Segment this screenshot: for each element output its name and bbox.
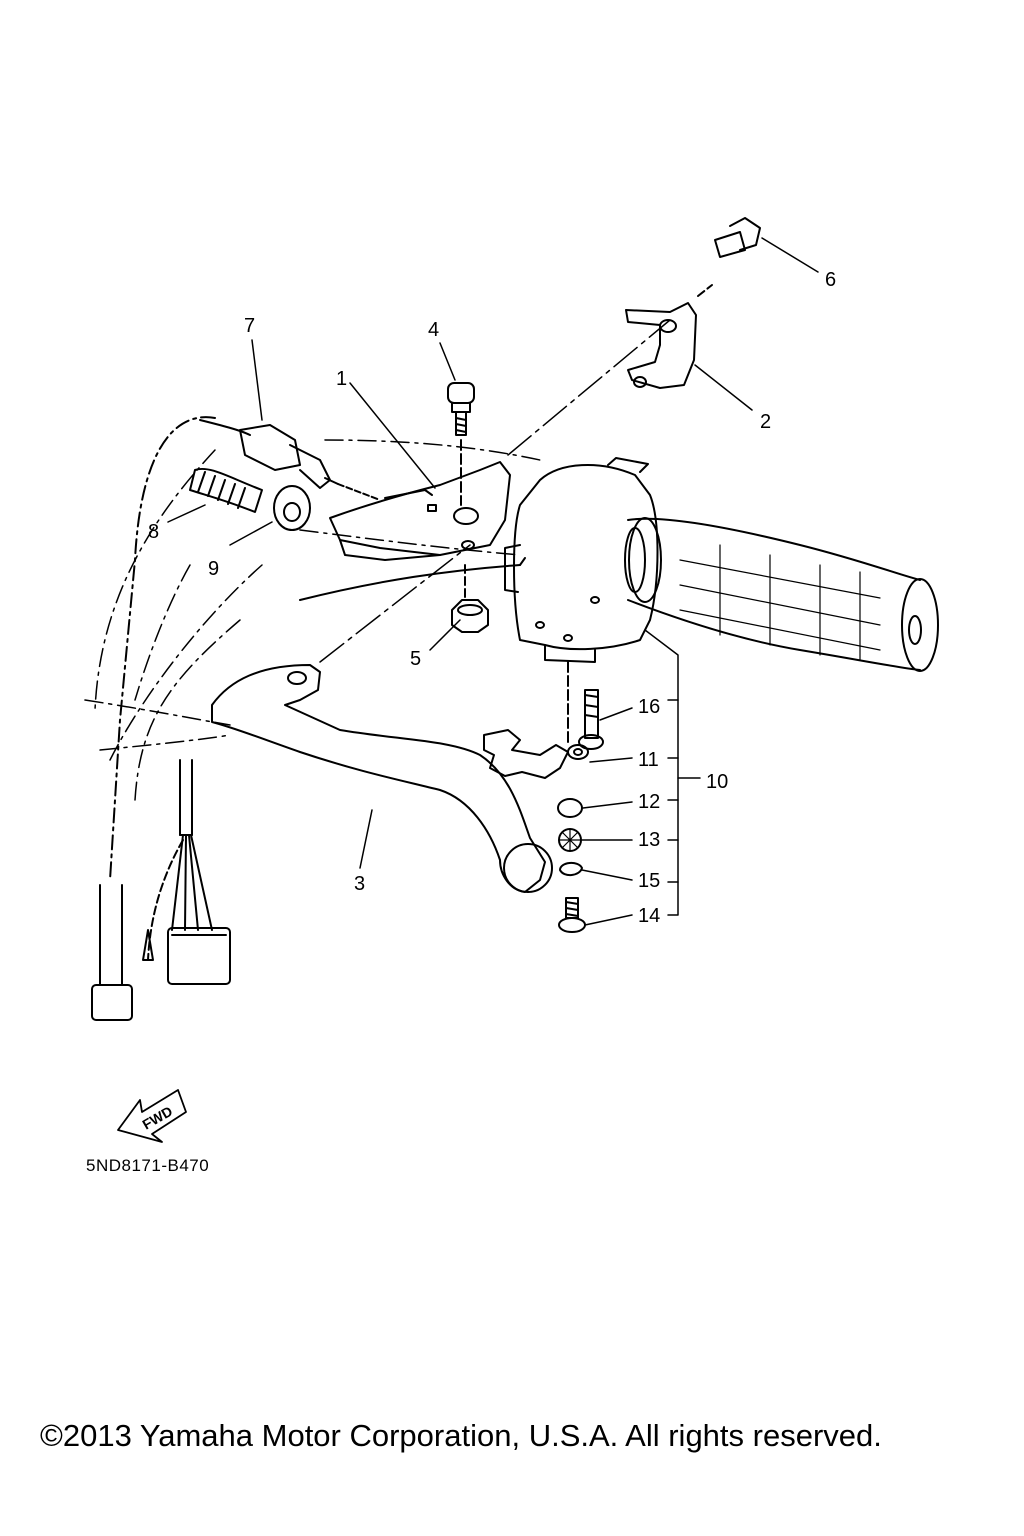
copyright-notice: ©2013 Yamaha Motor Corporation, U.S.A. A… — [40, 1418, 882, 1453]
clamp-hardware — [483, 661, 604, 933]
callout-2: 2 — [760, 411, 771, 433]
pivot-bolt-4 — [447, 382, 475, 506]
fwd-arrow-icon — [117, 1089, 187, 1143]
handlebar-tube — [299, 557, 526, 601]
callout-13: 13 — [638, 829, 660, 851]
callout-8: 8 — [148, 521, 159, 543]
fwd-label: FWD — [140, 1103, 176, 1133]
leader-lines — [167, 237, 819, 926]
adjuster-8 — [189, 467, 263, 513]
callout-labels: 1 2 3 4 5 6 7 8 9 10 11 12 13 14 15 16 — [148, 269, 836, 927]
callout-10: 10 — [706, 771, 728, 793]
callout-9: 9 — [208, 558, 219, 580]
callout-1: 1 — [336, 368, 347, 390]
lever-bracket-1 — [329, 461, 511, 561]
callout-16: 16 — [638, 696, 660, 718]
callout-14: 14 — [638, 905, 660, 927]
callout-6: 6 — [825, 269, 836, 291]
callout-12: 12 — [638, 791, 660, 813]
screw-6 — [714, 217, 761, 258]
callout-3: 3 — [354, 873, 365, 895]
callout-11: 11 — [638, 749, 659, 771]
diagram-code: 5ND8171-B470 — [86, 1156, 210, 1175]
cable-switch-7 — [199, 419, 381, 501]
holder-2 — [625, 284, 713, 389]
callout-7: 7 — [244, 315, 255, 337]
callout-15: 15 — [638, 870, 660, 892]
callout-4: 4 — [428, 319, 439, 341]
handlebar-phantom — [84, 439, 541, 801]
callout-5: 5 — [410, 648, 421, 670]
throttle-grip — [624, 517, 939, 672]
switch-housing-10 — [504, 457, 659, 663]
wire-harness — [91, 416, 231, 1021]
locknut-9 — [273, 485, 311, 531]
clutch-lever-3 — [211, 664, 553, 893]
